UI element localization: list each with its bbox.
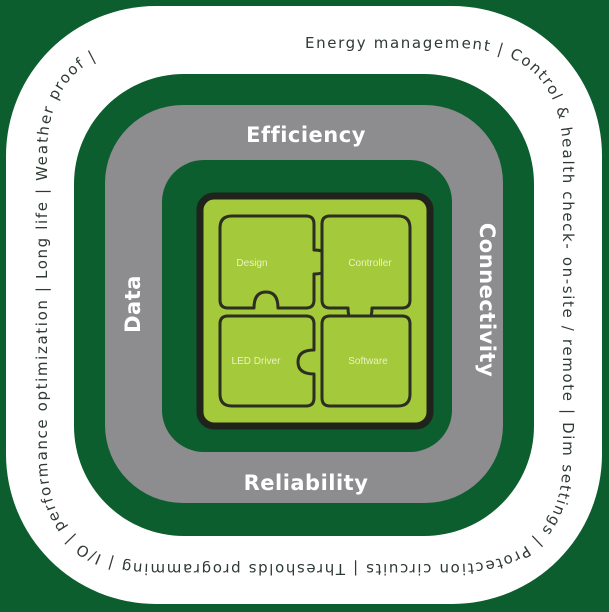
band-label-reliability: Reliability (244, 471, 369, 495)
puzzle-label-controller: Controller (348, 258, 392, 269)
puzzle-piece-bottom-left (218, 314, 316, 408)
band-label-efficiency: Efficiency (246, 123, 366, 147)
band-label-connectivity: Connectivity (475, 223, 499, 377)
band-label-data: Data (121, 275, 145, 333)
puzzle-piece-bottom-right (320, 314, 412, 408)
puzzle-label-led-driver: LED Driver (232, 356, 282, 367)
puzzle-piece-top-right (320, 214, 412, 326)
puzzle-label-software: Software (348, 356, 388, 367)
puzzle-piece-top-left (218, 214, 332, 310)
puzzle-label-design: Design (236, 258, 267, 269)
